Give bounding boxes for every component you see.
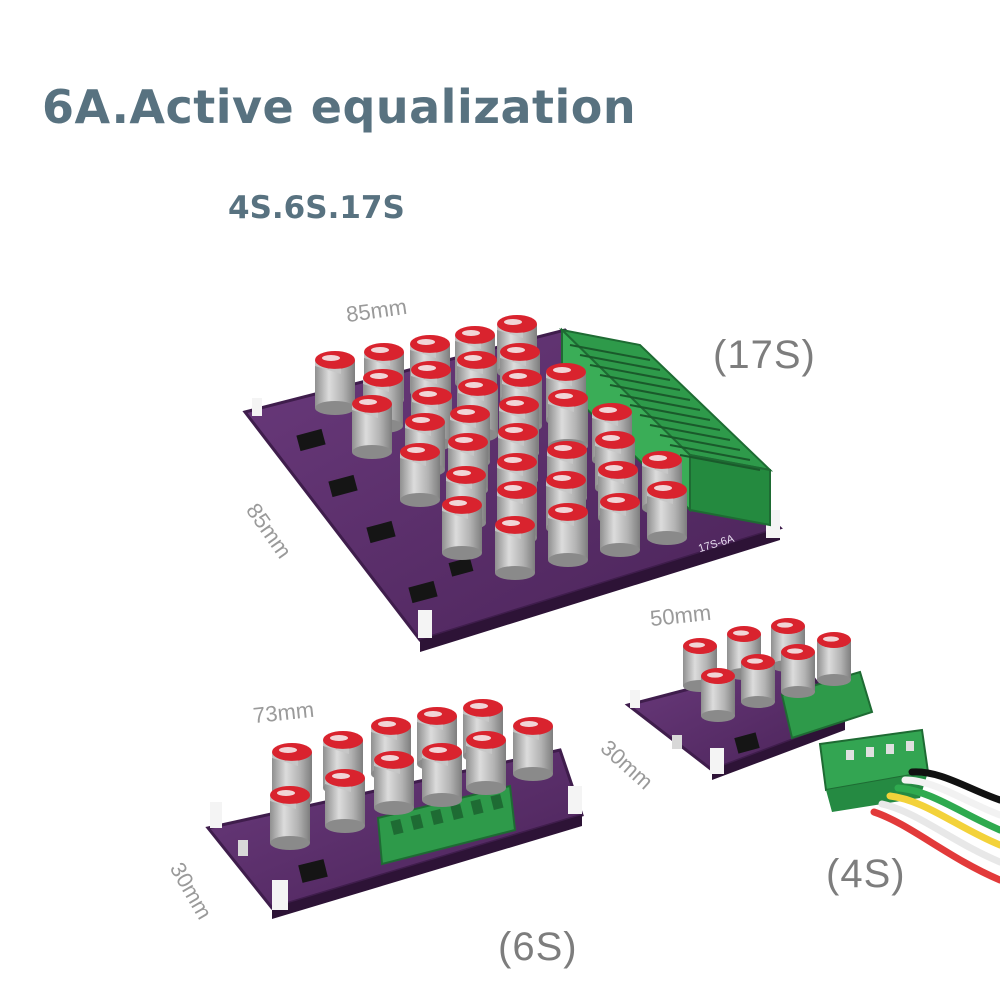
standoff <box>252 398 262 416</box>
board-4s <box>624 618 1000 884</box>
ic-chip <box>734 732 760 754</box>
standoff <box>210 802 222 828</box>
board-17s <box>242 315 783 652</box>
variant-label-17s: (17S) <box>713 333 816 377</box>
ic-chip <box>298 859 328 883</box>
ic-chip <box>296 428 326 452</box>
variant-label-4s: (4S) <box>826 852 906 896</box>
standoff <box>568 786 582 814</box>
standoff <box>418 610 432 638</box>
wire-bundle <box>870 768 1000 884</box>
standoff <box>710 748 724 774</box>
ic-chip <box>328 474 358 498</box>
page-subtitle: 4S.6S.17S <box>228 190 405 226</box>
standoff <box>272 880 288 910</box>
switch <box>238 840 248 856</box>
switch <box>672 735 682 749</box>
page-title: 6A.Active equalization <box>42 80 637 134</box>
ic-chip <box>366 520 396 544</box>
ic-chip <box>408 580 438 604</box>
variant-label-6s: (6S) <box>498 925 578 969</box>
board-6s <box>205 699 584 919</box>
standoff <box>630 690 640 708</box>
ic-chip <box>448 557 474 577</box>
